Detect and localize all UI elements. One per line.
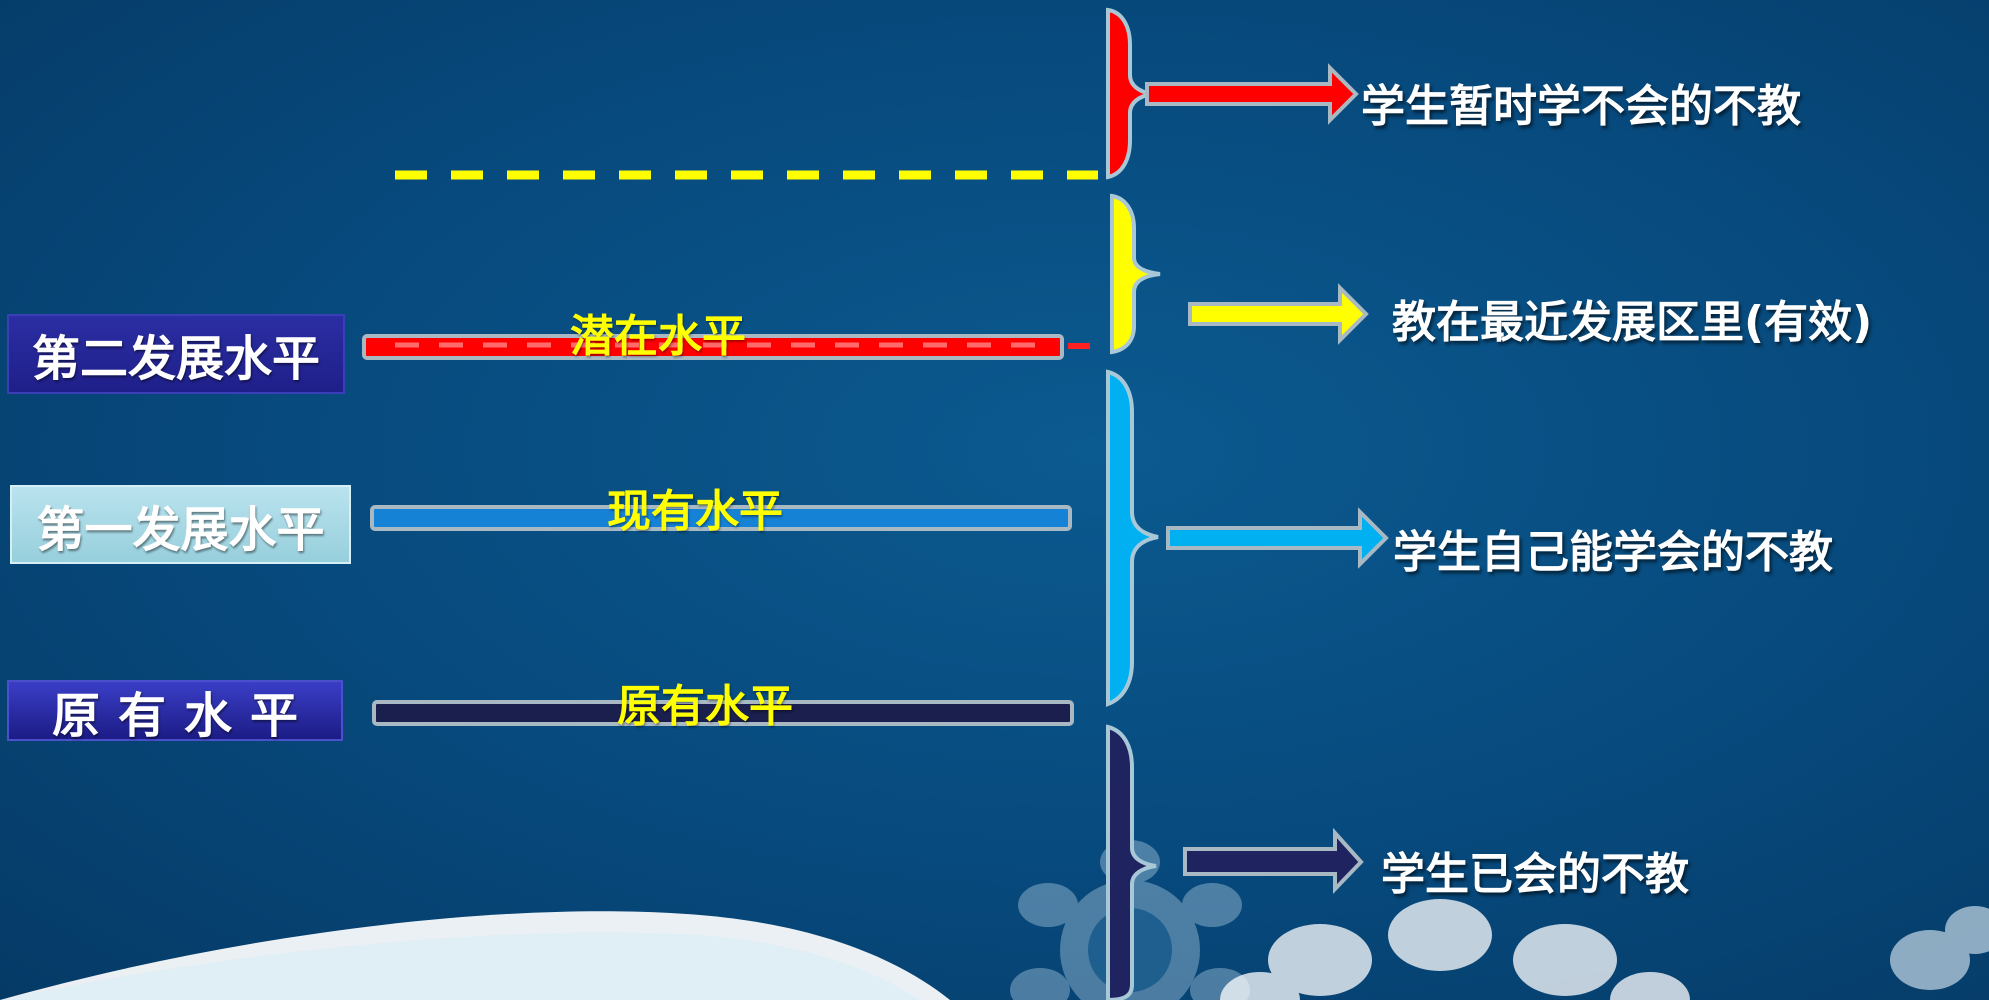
- navy-brace: [1106, 724, 1157, 1000]
- blue-arrow: [1166, 507, 1389, 569]
- first-development-level-label: 第一发展水平: [10, 485, 351, 564]
- original-level-bar: [372, 700, 1074, 726]
- original-level-title: 原有水平: [617, 681, 793, 732]
- outcome-not-teach-too-hard: 学生暂时学不会的不教: [1361, 81, 1801, 132]
- yellow-arrow: [1188, 283, 1369, 345]
- current-level-bar: [370, 505, 1072, 531]
- blue-brace: [1106, 369, 1159, 707]
- current-level-title: 现有水平: [607, 486, 783, 537]
- navy-arrow: [1183, 827, 1364, 894]
- gear-decoration-center: [1220, 899, 1690, 1000]
- outcome-teach-zone-of-proximal-development: 教在最近发展区里(有效): [1392, 297, 1873, 348]
- original-level-label: 原有水平: [7, 680, 343, 744]
- outcome-not-teach-self-learnable: 学生自己能学会的不教: [1393, 527, 1833, 578]
- gear-decoration-right: [1890, 906, 1989, 990]
- second-development-level-label: 第二发展水平: [7, 314, 345, 394]
- yellow-brace: [1110, 193, 1161, 355]
- outcome-not-teach-already-known: 学生已会的不教: [1381, 849, 1689, 900]
- red-arrow: [1145, 63, 1359, 125]
- potential-level-title: 潜在水平: [570, 311, 746, 362]
- white-swoosh-shade: [0, 932, 920, 1000]
